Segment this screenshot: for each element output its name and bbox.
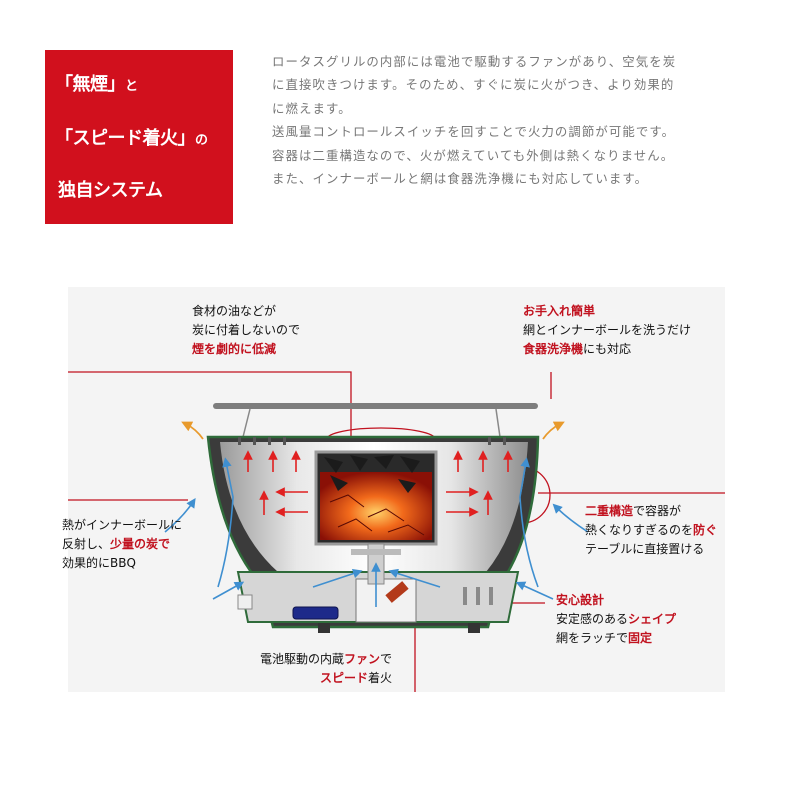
intro-line: 容器は二重構造なので、火が燃えていても外側は熱くなりません。 xyxy=(272,147,675,163)
intro-text: ロータスグリルの内部には電池で駆動するファンがあり、空気を炭 に直接吹きつけます… xyxy=(272,50,742,190)
intro-line: に燃えます。 xyxy=(272,100,352,116)
callout-fan: 電池駆動の内蔵ファンで スピード着火 xyxy=(260,650,393,688)
badge-line-1: 「無煙」と xyxy=(55,74,138,95)
callout-smoke: 食材の油などが 炭に付着しないので 煙を劇的に低減 xyxy=(192,304,301,356)
badge-line-3: 独自システム xyxy=(58,180,163,201)
feature-badge: 「無煙」と 「スピード着火」の 独自システム xyxy=(45,50,233,224)
grill-cutaway-illustration xyxy=(68,371,725,692)
intro-line: に直接吹きつけます。そのため、すぐに炭に火がつき、より効果的 xyxy=(272,77,675,93)
callout-safety: 安心設計 安定感のあるシェイプ 網をラッチで固定 xyxy=(556,593,677,645)
intro-line: ロータスグリルの内部には電池で駆動するファンがあり、空気を炭 xyxy=(272,54,677,69)
callout-heat-reflection: 熱がインナーボールに 反射し、少量の炭で 効果的にBBQ xyxy=(62,518,183,570)
callout-double-wall: 二重構造で容器が 熱くなりすぎるのを防ぐ テーブルに直接置ける xyxy=(585,504,718,556)
grill-diagram: 食材の油などが 炭に付着しないので 煙を劇的に低減 お手入れ簡単 網とインナーボ… xyxy=(62,287,725,692)
intro-line: 送風量コントロールスイッチを回すことで火力の調節が可能です。 xyxy=(272,124,676,140)
grill-top xyxy=(213,403,538,409)
callout-easy-care: お手入れ簡単 網とインナーボールを洗うだけ 食器洗浄機にも対応 xyxy=(523,304,692,356)
badge-line-2: 「スピード着火」の xyxy=(55,128,208,149)
intro-line: また、インナーボールと網は食器洗浄機にも対応しています。 xyxy=(272,171,649,187)
